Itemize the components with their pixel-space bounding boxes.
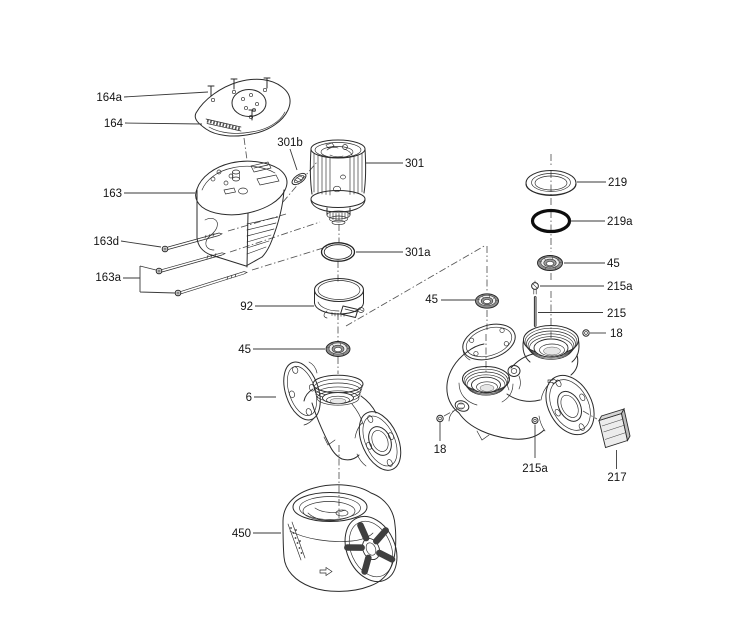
part-301b-plug [291, 172, 307, 186]
callout-164: 164 [104, 118, 124, 130]
part-18-plug-upper [582, 329, 590, 337]
part-215a-screw-lower [531, 417, 539, 424]
part-45-ring-left [325, 341, 351, 357]
callout-215a-lower: 215a [522, 463, 548, 475]
part-215a-screw-upper [531, 280, 539, 295]
center-lines [227, 137, 598, 518]
part-45-ring-right [537, 255, 563, 271]
part-twin-pump-housing [446, 323, 595, 441]
callout-6: 6 [246, 392, 252, 404]
part-6-pump-housing [283, 361, 402, 471]
screws-164a [207, 77, 271, 121]
callout-301a: 301a [405, 247, 431, 259]
callout-163a: 163a [95, 272, 121, 284]
callout-92: 92 [240, 301, 253, 313]
callout-45-mid: 45 [425, 294, 438, 306]
shell-grille-face [344, 515, 398, 583]
callout-45-right: 45 [607, 258, 620, 270]
part-163-control-box [195, 160, 288, 268]
cooling-fins-301 [313, 153, 363, 196]
callout-215: 215 [607, 308, 626, 320]
part-301-stator [309, 139, 367, 226]
part-450-insulation-shell [282, 484, 398, 592]
part-301a-oring [320, 242, 356, 262]
flow-arrow [319, 566, 333, 577]
callout-217: 217 [607, 472, 626, 484]
callout-219: 219 [608, 177, 627, 189]
part-219a-oring [530, 208, 572, 234]
part-215-stud [533, 295, 537, 328]
callout-45-left: 45 [238, 344, 251, 356]
part-92-clamp [314, 278, 365, 319]
part-164-cover-plate [194, 77, 291, 137]
part-45-ring-mid [475, 293, 499, 309]
callout-301b: 301b [277, 137, 303, 149]
callout-163: 163 [103, 188, 122, 200]
callout-450: 450 [232, 528, 251, 540]
callout-163d: 163d [93, 236, 119, 248]
leader-lines [120, 91, 617, 534]
callout-164a: 164a [96, 92, 122, 104]
part-217-nameplate [598, 407, 631, 449]
part-219-cover-plate [525, 170, 577, 196]
callout-18-upper: 18 [610, 328, 623, 340]
callout-215a-upper: 215a [607, 281, 633, 293]
callout-219a: 219a [607, 216, 633, 228]
cooling-fins-163 [246, 216, 279, 255]
screws-163a [155, 252, 248, 297]
part-18-plug-lower [436, 414, 444, 423]
callout-301: 301 [405, 158, 424, 170]
screw-163d [161, 232, 223, 253]
callout-18-lower: 18 [434, 444, 447, 456]
callout-labels: 164a 164 163 163d 163a 301b 301 301a 92 … [93, 92, 633, 540]
